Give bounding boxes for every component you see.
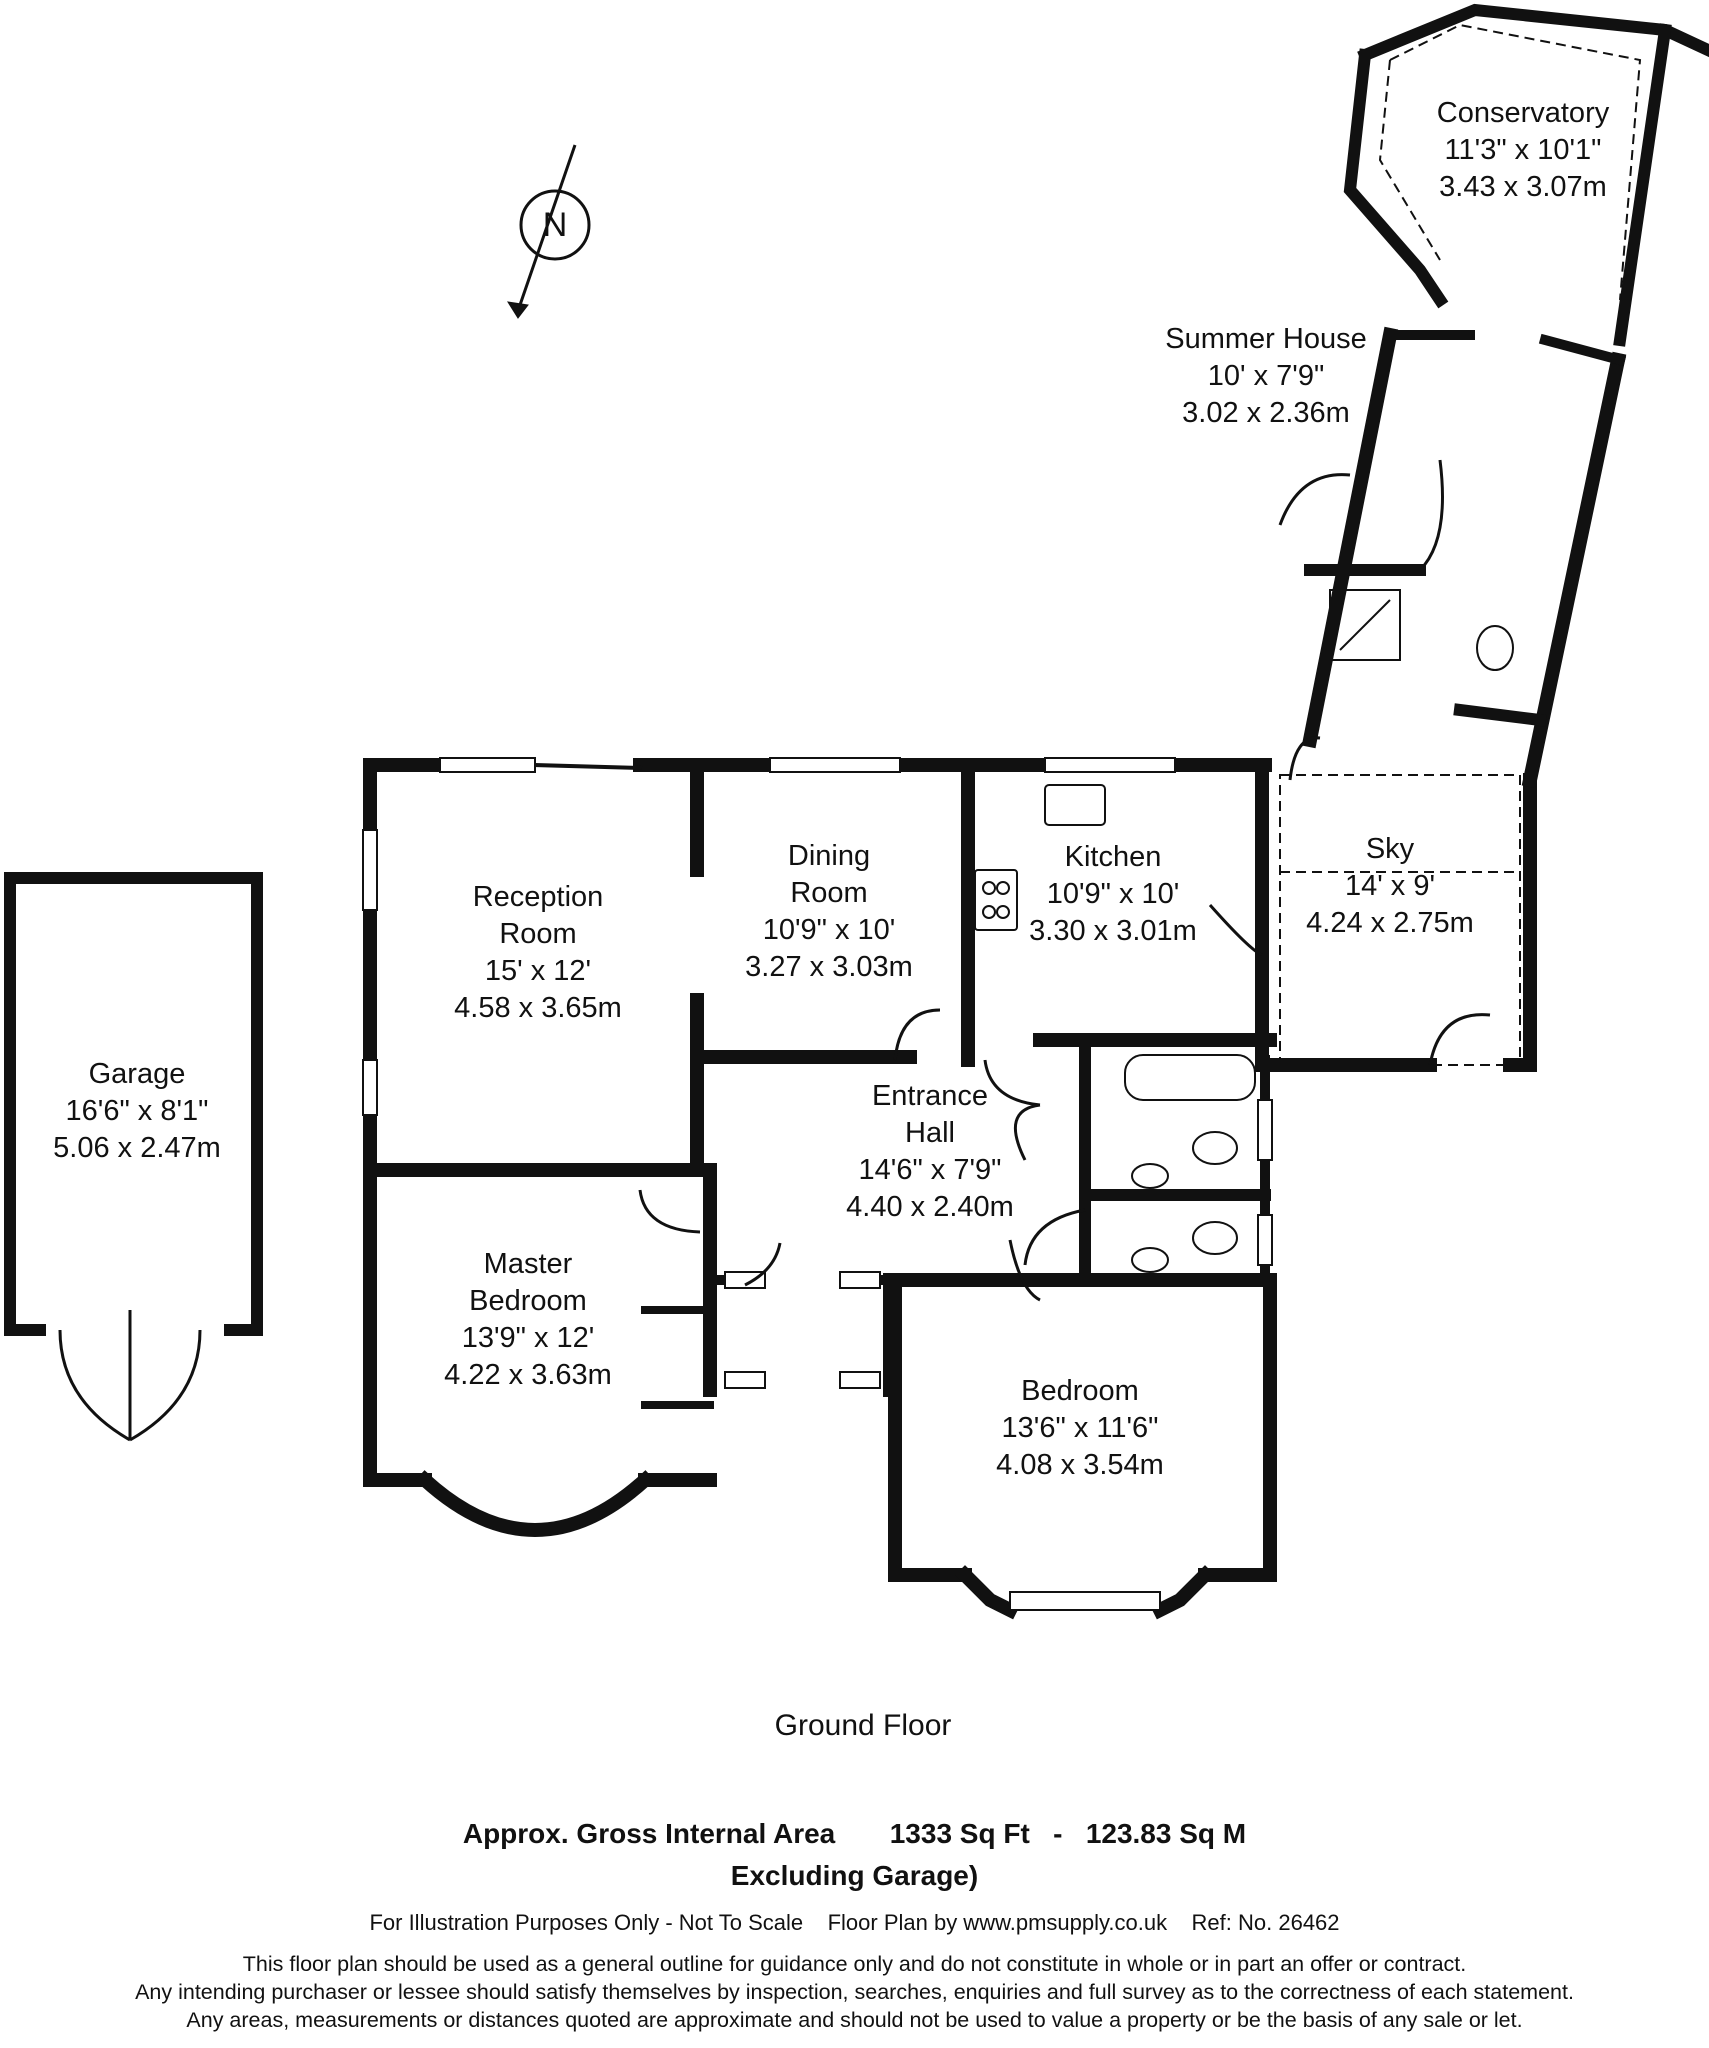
room-labels: Conservatory 11'3" x 10'1" 3.43 x 3.07mSum… [53, 97, 1610, 1481]
room-label-garage: Garage 16'6" x 8'1" 5.06 x 2.47m [53, 1058, 221, 1164]
kitchen-name-line: Kitchen [1065, 841, 1162, 873]
area-note: Excluding Garage) [730, 1860, 979, 1891]
kitchen-metric-size: 3.30 x 3.01m [1029, 915, 1197, 947]
room-label-conservatory: Conservatory 11'3" x 10'1" 3.43 x 3.07m [1437, 97, 1610, 203]
compass-north-label: N [543, 206, 568, 244]
windows [362, 757, 1273, 1611]
compass-rose-icon: N [507, 144, 591, 319]
entrance-hall-name-line: Entrance [872, 1080, 988, 1112]
reception-room-name-line: Room [499, 918, 576, 950]
conservatory-imperial-size: 11'3" x 10'1" [1445, 134, 1602, 166]
gross-area: Approx. Gross Internal Area 1333 Sq Ft -… [0, 1818, 1709, 1850]
entrance-hall-imperial-size: 14'6" x 7'9" [859, 1154, 1002, 1186]
room-label-kitchen: Kitchen 10'9" x 10' 3.30 x 3.01m [1029, 841, 1197, 947]
summer-house-name-line: Summer House [1165, 323, 1366, 355]
area-sqft: 1333 Sq Ft [889, 1818, 1030, 1849]
dining-room-metric-size: 3.27 x 3.03m [745, 951, 913, 983]
summer-house-metric-size: 3.02 x 2.36m [1182, 397, 1350, 429]
fixtures [974, 23, 1642, 1273]
reception-room-metric-size: 4.58 x 3.65m [454, 992, 622, 1024]
bedroom-name-line: Bedroom [1021, 1375, 1139, 1407]
disclaimer-line-3: Any areas, measurements or distances quo… [186, 2008, 1523, 2032]
floor-label: Ground Floor [775, 1709, 952, 1742]
bedroom-imperial-size: 13'6" x 11'6" [1002, 1412, 1159, 1444]
sky-name-line: Sky [1366, 833, 1415, 865]
area-separator: - [1053, 1818, 1063, 1849]
master-bedroom-imperial-size: 13'9" x 12' [462, 1322, 595, 1354]
room-label-sky: Sky 14' x 9' 4.24 x 2.75m [1306, 833, 1474, 939]
floorplan-credit: Floor Plan by www.pmsupply.co.uk [827, 1910, 1168, 1935]
illustration-note: For Illustration Purposes Only - Not To … [369, 1910, 804, 1935]
dining-room-name-line: Room [790, 877, 867, 909]
master-bedroom-name-line: Master [484, 1248, 573, 1280]
disclaimer-line-1: This floor plan should be used as a gene… [242, 1952, 1467, 1976]
sky-imperial-size: 14' x 9' [1345, 870, 1435, 902]
area-label: Approx. Gross Internal Area [462, 1818, 836, 1849]
kitchen-imperial-size: 10'9" x 10' [1047, 878, 1180, 910]
room-label-summer-house: Summer House 10' x 7'9" 3.02 x 2.36m [1165, 323, 1366, 429]
dining-room-imperial-size: 10'9" x 10' [763, 914, 896, 946]
illustration-line: For Illustration Purposes Only - Not To … [0, 1910, 1709, 1936]
dining-room-name-line: Dining [788, 840, 870, 872]
reference-number: Ref: No. 26462 [1191, 1910, 1340, 1935]
master-bedroom-metric-size: 4.22 x 3.63m [444, 1359, 612, 1391]
master-bedroom-name-line: Bedroom [469, 1285, 587, 1317]
sky-metric-size: 4.24 x 2.75m [1306, 907, 1474, 939]
disclaimer-line-2: Any intending purchaser or lessee should… [135, 1980, 1574, 2004]
conservatory-name-line: Conservatory [1437, 97, 1610, 129]
reception-room-name-line: Reception [473, 881, 604, 913]
reception-room-imperial-size: 15' x 12' [485, 955, 591, 987]
conservatory-metric-size: 3.43 x 3.07m [1439, 171, 1607, 203]
garage-imperial-size: 16'6" x 8'1" [66, 1095, 209, 1127]
summer-house-imperial-size: 10' x 7'9" [1208, 360, 1325, 392]
area-sqm: 123.83 Sq M [1085, 1818, 1247, 1849]
entrance-hall-name-line: Hall [905, 1117, 955, 1149]
garage-metric-size: 5.06 x 2.47m [53, 1132, 221, 1164]
walls [4, 3, 1709, 1620]
garage-name-line: Garage [89, 1058, 186, 1090]
room-label-bedroom: Bedroom 13'6" x 11'6" 4.08 x 3.54m [996, 1375, 1164, 1481]
bedroom-metric-size: 4.08 x 3.54m [996, 1449, 1164, 1481]
entrance-hall-metric-size: 4.40 x 2.40m [846, 1191, 1014, 1223]
door-swings [58, 459, 1491, 1442]
